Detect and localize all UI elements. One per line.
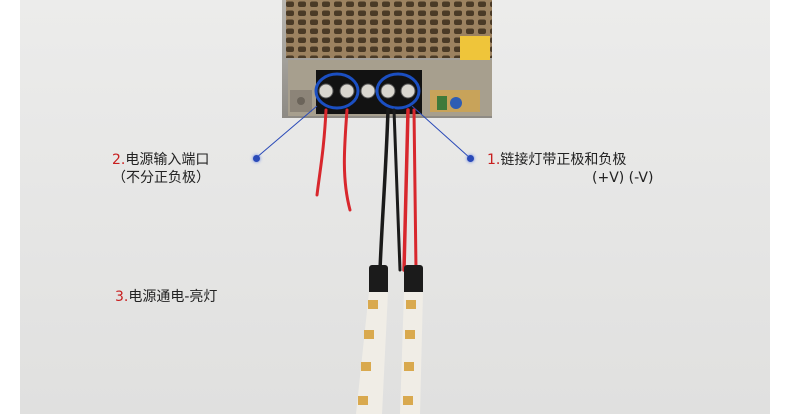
output-callout-line bbox=[411, 105, 471, 159]
output-port-text: 链接灯带正极和负极 bbox=[500, 152, 627, 168]
power-on-number: 3. bbox=[115, 289, 129, 305]
input-port-note: （不分正负极） bbox=[112, 170, 210, 186]
output-port-label: 1.链接灯带正极和负极 bbox=[487, 150, 626, 170]
input-dot-marker-icon bbox=[253, 155, 260, 162]
led-strips bbox=[356, 265, 423, 414]
wires bbox=[315, 108, 418, 272]
output-dot-marker-icon bbox=[467, 155, 474, 162]
output-polarity-note: (+V) (-V) bbox=[592, 170, 654, 186]
output-port-number: 1. bbox=[487, 152, 501, 168]
power-on-text: 电源通电-亮灯 bbox=[128, 289, 218, 305]
power-supply-photo bbox=[20, 0, 770, 414]
input-port-label: 2.电源输入端口 bbox=[112, 150, 209, 170]
input-port-number: 2. bbox=[112, 152, 126, 168]
input-callout-line bbox=[255, 105, 318, 159]
power-on-label: 3.电源通电-亮灯 bbox=[115, 287, 217, 307]
terminal-block bbox=[314, 70, 422, 114]
input-port-text: 电源输入端口 bbox=[125, 152, 210, 168]
